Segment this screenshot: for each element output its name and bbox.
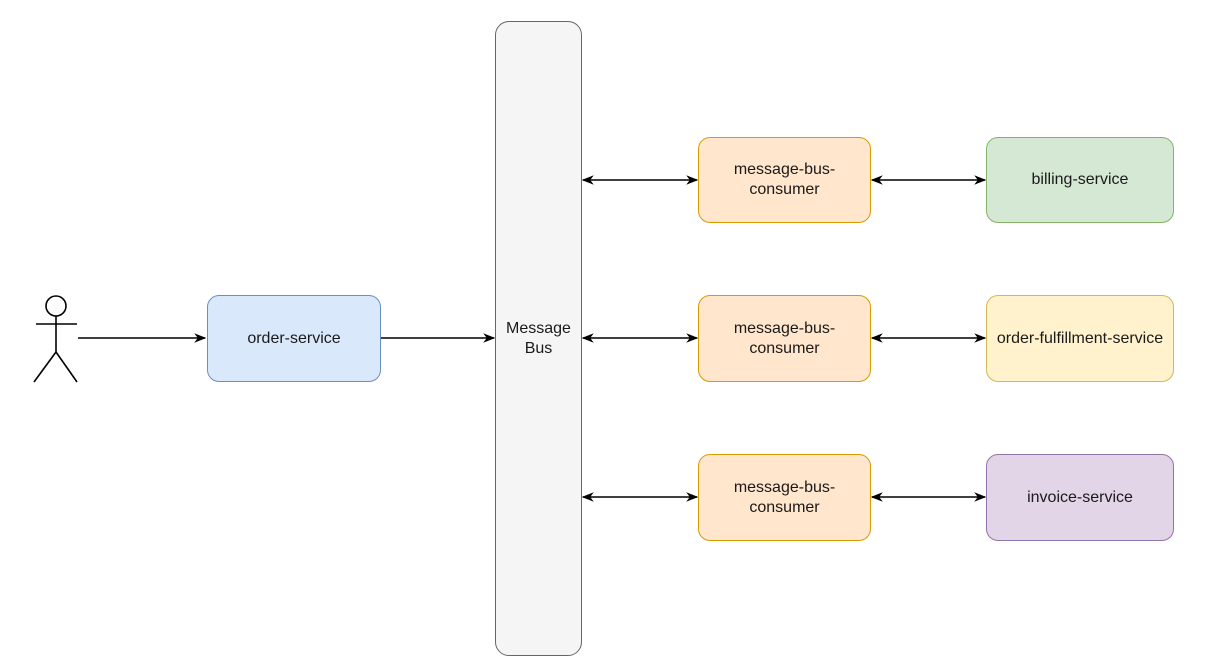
order-fulfillment-service-label: order-fulfillment-service: [996, 329, 1164, 347]
invoice-service-label: invoice-service: [1027, 488, 1133, 506]
consumer-label: message-bus- consumer: [733, 478, 836, 516]
message-bus-label: Message Bus: [506, 319, 571, 357]
order-fulfillment-service-node[interactable]: order-fulfillment-service: [986, 295, 1174, 382]
billing-service-label: billing-service: [1031, 171, 1129, 188]
consumer-label: message-bus- consumer: [733, 161, 836, 198]
message-bus-consumer-node-2[interactable]: message-bus- consumer: [698, 295, 871, 382]
invoice-service-node[interactable]: invoice-service: [986, 454, 1174, 541]
message-bus-consumer-node-3[interactable]: message-bus- consumer: [698, 454, 871, 541]
order-service-label: order-service: [247, 329, 341, 347]
consumer-label: message-bus- consumer: [733, 319, 836, 357]
order-service-node[interactable]: order-service: [207, 295, 381, 382]
billing-service-node[interactable]: billing-service: [986, 137, 1174, 223]
message-bus-node[interactable]: Message Bus: [495, 21, 582, 656]
message-bus-consumer-node-1[interactable]: message-bus- consumer: [698, 137, 871, 223]
stick-figure-icon: [33, 295, 78, 383]
